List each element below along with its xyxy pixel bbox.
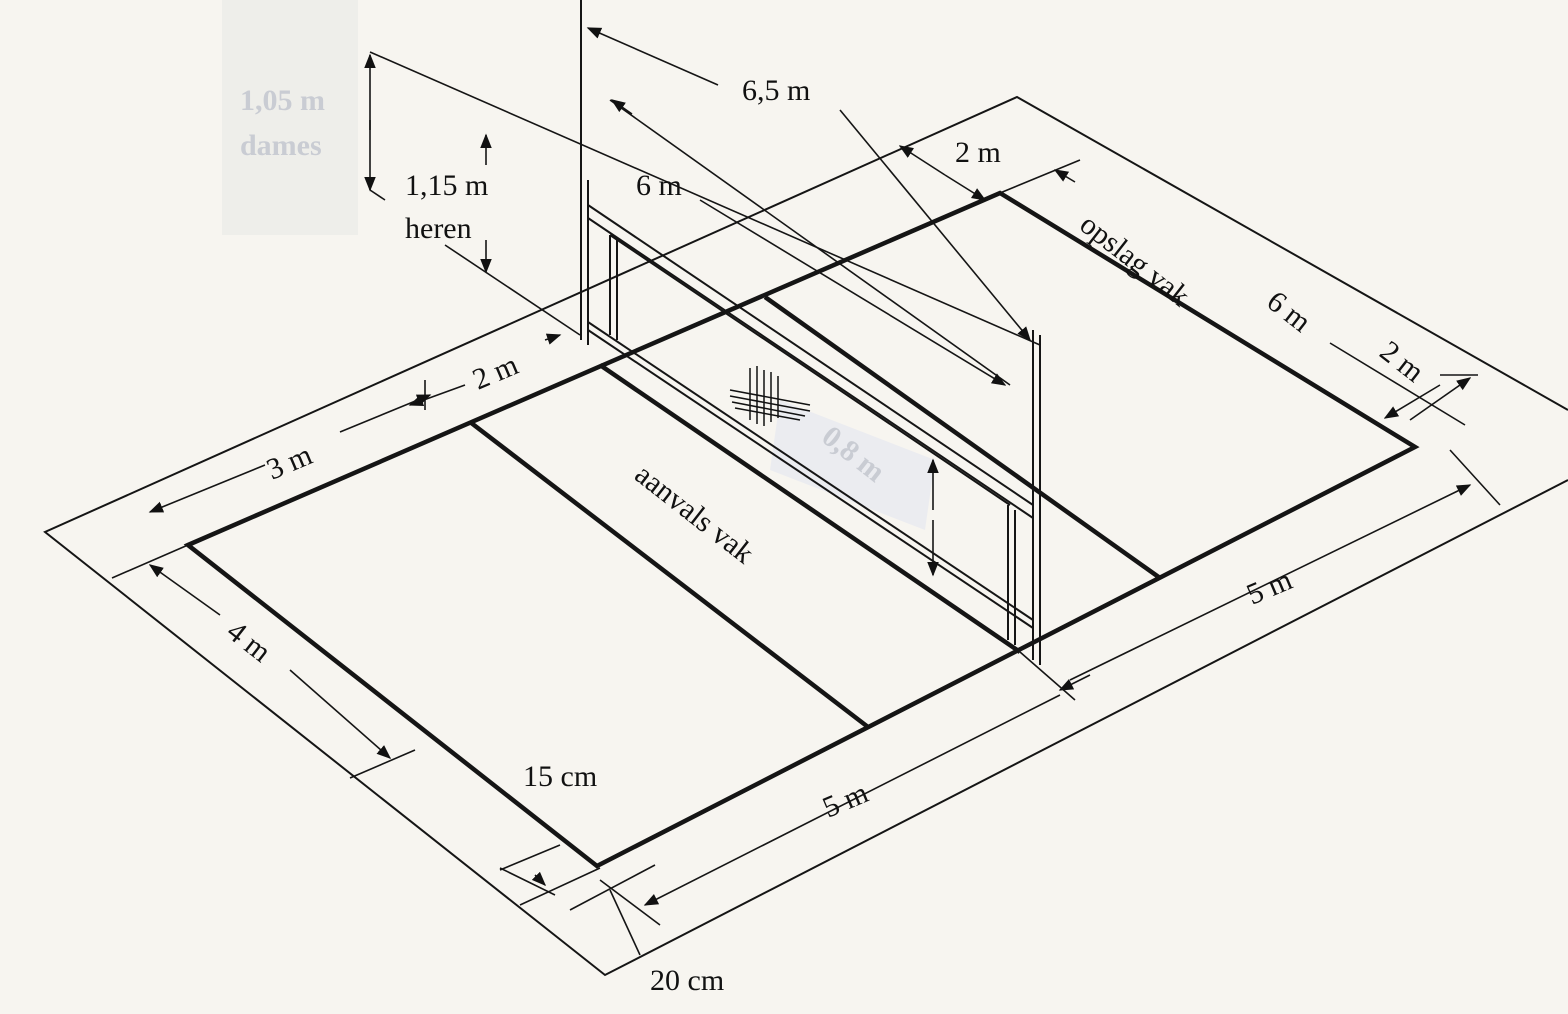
label-post-offset: 20 cm	[650, 964, 724, 997]
free-zone-border	[43, 95, 1568, 977]
label-free-zone-back-top: 2 m	[955, 136, 1001, 169]
label-half-length-bottom: 5 m	[818, 776, 873, 824]
label-heren: heren	[405, 212, 472, 245]
dimension-lines	[111, 27, 1501, 956]
net-mesh-icon	[729, 366, 811, 426]
ghost-box	[222, 0, 358, 235]
ghost-patch	[770, 400, 935, 530]
attack-line-left	[468, 420, 870, 729]
label-attack-zone: aanvals vak	[629, 458, 760, 571]
label-attack-zone-depth: 3 m	[262, 438, 317, 486]
label-half-length-right: 5 m	[1242, 563, 1297, 611]
label-serve-zone: opslag vak	[1074, 208, 1196, 314]
label-net-length: 6 m	[636, 169, 682, 202]
center-line	[598, 363, 1022, 654]
label-back-free-zone: 4 m	[221, 615, 277, 669]
label-line-width: 15 cm	[523, 760, 597, 793]
ghost-dames: dames	[240, 129, 322, 162]
label-serve-zone-length: 6 m	[1261, 285, 1317, 339]
label-free-zone-side-right: 2 m	[1374, 335, 1430, 389]
label-free-zone-side-left: 2 m	[468, 348, 523, 396]
attack-line-right	[763, 295, 1162, 580]
ghost-dames-height: 1,05 m	[240, 84, 325, 117]
label-net-height-men: 1,15 m	[405, 169, 488, 202]
label-post-distance: 6,5 m	[742, 74, 810, 107]
net	[580, 0, 1041, 665]
court-boundary	[183, 190, 1420, 869]
